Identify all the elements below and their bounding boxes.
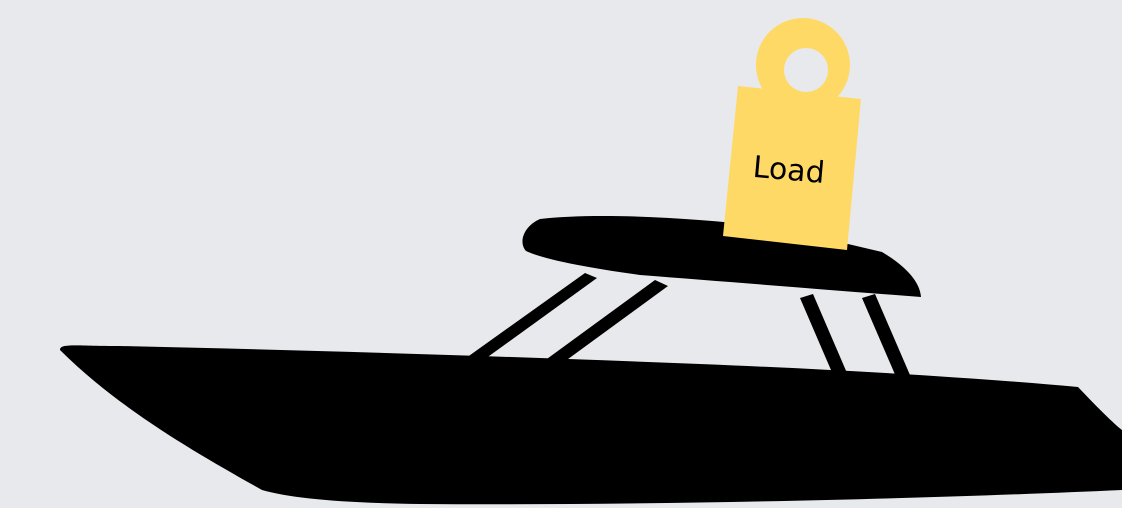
weight-label: Load bbox=[751, 150, 826, 191]
